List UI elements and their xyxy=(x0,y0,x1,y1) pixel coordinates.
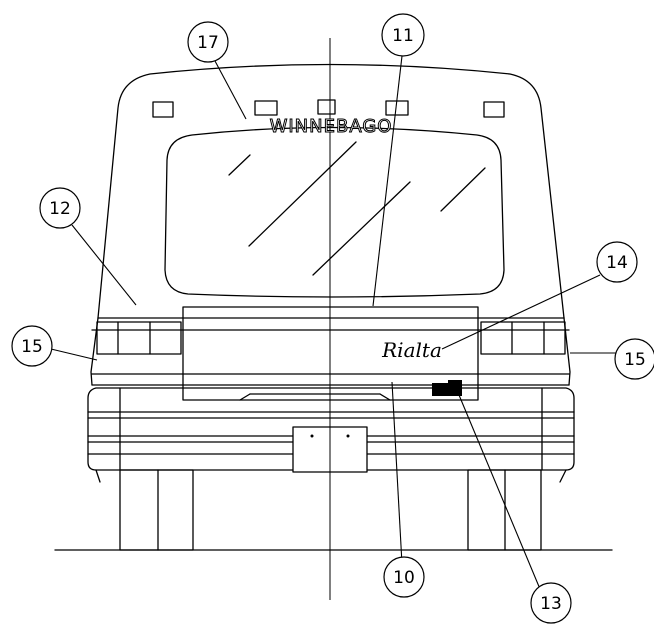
callout-label-13: 13 xyxy=(540,594,562,614)
callout-label-14: 14 xyxy=(606,253,628,273)
right-tail-light xyxy=(480,321,566,355)
callout-circle xyxy=(187,21,229,63)
rear-bumper xyxy=(87,387,575,471)
clearance-light xyxy=(483,101,505,118)
callout-label-11: 11 xyxy=(392,26,414,46)
callout-circle xyxy=(39,187,81,229)
callout-circle xyxy=(381,13,425,57)
callout-circle xyxy=(11,325,53,367)
door-handle xyxy=(432,383,462,396)
callout-label-17: 17 xyxy=(197,33,219,53)
callout-label-10: 10 xyxy=(393,568,415,588)
brand-label: WINNEBAGO xyxy=(270,116,393,137)
callout-circle xyxy=(383,556,425,598)
clearance-light xyxy=(152,101,174,118)
callout-label-15-right: 15 xyxy=(624,350,646,370)
callout-label-15-left: 15 xyxy=(21,337,43,357)
callout-circle xyxy=(530,582,572,624)
clearance-light xyxy=(254,100,278,116)
callout-label-12: 12 xyxy=(49,199,71,219)
left-tire xyxy=(119,469,194,551)
model-label: Rialta xyxy=(381,338,442,362)
rear-window xyxy=(164,126,505,298)
left-tail-light xyxy=(96,321,182,355)
callout-circle xyxy=(596,241,638,283)
clearance-light xyxy=(317,99,336,115)
callout-circle xyxy=(614,338,654,380)
